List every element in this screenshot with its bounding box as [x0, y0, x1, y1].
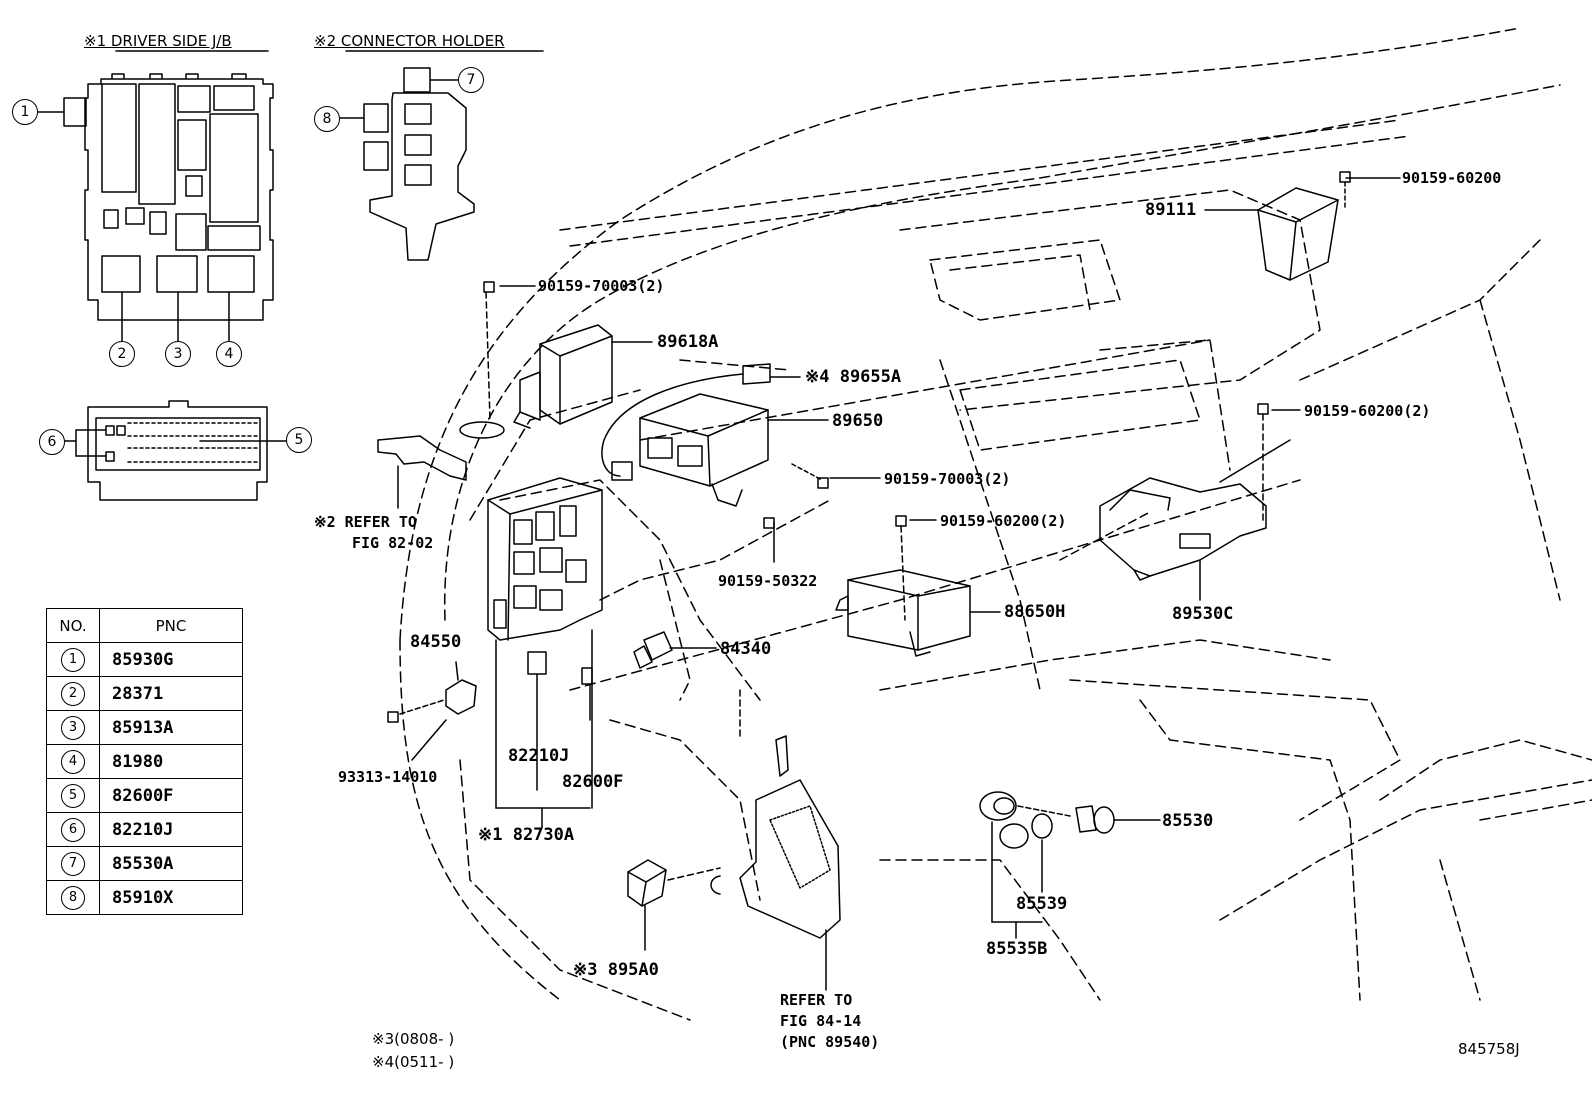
label-895A0: ※3 895A0: [573, 960, 659, 980]
table-row: 6 82210J: [46, 812, 243, 847]
table-row: 1 85930G: [46, 642, 243, 677]
clip-84550: [387, 661, 477, 761]
callout-5: 5: [286, 427, 312, 453]
table-row-pnc: 85910X: [99, 880, 243, 915]
module-88650H: [835, 515, 1001, 657]
label-90159-60200-top: 90159-60200: [1402, 169, 1502, 187]
callout-6: 6: [39, 429, 65, 455]
label-89655A: ※4 89655A: [805, 367, 902, 387]
label-90159-50322: 90159-50322: [718, 572, 818, 590]
label-89618A: 89618A: [657, 332, 719, 352]
label-85539: 85539: [1016, 894, 1068, 914]
label-82210J: 82210J: [508, 746, 570, 766]
table-row-number: 1: [61, 647, 85, 672]
table-row: 3 85913A: [46, 710, 243, 745]
label-refer-84-14-line2: FIG 84-14: [780, 1012, 862, 1030]
table-row-pnc: 82210J: [99, 812, 243, 847]
table-header-row: NO. PNC: [46, 608, 243, 643]
label-refer-84-14-line1: REFER TO: [780, 991, 853, 1009]
switch-84340: [633, 631, 717, 669]
label-refer-84-14-line3: (PNC 89540): [780, 1033, 880, 1051]
pnc-table: NO. PNC 1 85930G 2 28371 3 85913A 4 8198…: [46, 608, 243, 915]
table-row: 8 85910X: [46, 880, 243, 915]
label-89111: 89111: [1145, 200, 1197, 220]
misc-leaders: [739, 439, 1291, 741]
jb-connector-illustration: [63, 400, 288, 501]
table-row-pnc: 82600F: [99, 778, 243, 813]
label-refer-82-02-line1: ※2 REFER TO: [314, 513, 417, 531]
socket-85535B: [979, 791, 1071, 939]
table-row: 4 81980: [46, 744, 243, 779]
label-90159-70003-a: 90159-70003(2): [538, 277, 665, 295]
driver-side-jb-illustration: [63, 73, 274, 321]
label-89530C: 89530C: [1172, 604, 1234, 624]
label-82600F: 82600F: [562, 772, 624, 792]
label-90159-60200-c: 90159-60200(2): [940, 512, 1067, 530]
driver-side-jb-header: ※1 DRIVER SIDE J/B: [84, 32, 232, 50]
label-93313-14010: 93313-14010: [338, 768, 438, 786]
table-header-no: NO.: [46, 608, 100, 643]
bracket-refer-82-02: [377, 435, 467, 509]
callout-4: 4: [216, 341, 242, 367]
junction-block-82730A: [487, 477, 603, 829]
table-row-number: 5: [61, 783, 85, 808]
socket-85530: [1075, 805, 1161, 834]
dashboard-outline: [399, 27, 1592, 1021]
table-row-number: 4: [61, 749, 85, 774]
table-row-number: 8: [61, 885, 85, 910]
table-row: 2 28371: [46, 676, 243, 711]
module-89650: [601, 363, 881, 563]
callout-7: 7: [458, 67, 484, 93]
label-88650H: 88650H: [1004, 602, 1066, 622]
table-row-pnc: 85913A: [99, 710, 243, 745]
label-90159-60200-b: 90159-60200(2): [1304, 402, 1431, 420]
callout-2: 2: [109, 341, 135, 367]
table-row: 5 82600F: [46, 778, 243, 813]
table-row-pnc: 28371: [99, 676, 243, 711]
label-85530: 85530: [1162, 811, 1214, 831]
label-84550: 84550: [410, 632, 462, 652]
sensor-895A0: [627, 859, 721, 951]
table-row: 7 85530A: [46, 846, 243, 881]
label-85535B: 85535B: [986, 939, 1048, 959]
footnote-3: ※3(0808- ): [372, 1030, 455, 1048]
label-90159-70003-b: 90159-70003(2): [884, 470, 1011, 488]
jb-leader-lines: [37, 111, 230, 342]
table-row-pnc: 81980: [99, 744, 243, 779]
label-82730A: ※1 82730A: [478, 825, 575, 845]
callout-8: 8: [314, 106, 340, 132]
figure-id: 845758J: [1458, 1040, 1520, 1058]
callout-3: 3: [165, 341, 191, 367]
table-row-pnc: 85530A: [99, 846, 243, 881]
label-refer-82-02-line2: FIG 82-02: [352, 534, 434, 552]
bracket-89530C: [1059, 403, 1301, 601]
table-header-pnc: PNC: [99, 608, 243, 643]
callout-1: 1: [12, 99, 38, 125]
footnote-4: ※4(0511- ): [372, 1053, 455, 1071]
table-row-number: 7: [61, 851, 85, 876]
connector-holder-header: ※2 CONNECTOR HOLDER: [314, 32, 505, 50]
label-84340: 84340: [720, 639, 772, 659]
computer-89540: [710, 735, 841, 991]
table-row-number: 3: [61, 715, 85, 740]
table-row-number: 2: [61, 681, 85, 706]
label-89650: 89650: [832, 411, 884, 431]
module-89618A: [459, 281, 653, 439]
table-row-pnc: 85930G: [99, 642, 243, 677]
module-89111: [1204, 171, 1401, 281]
connector-holder-illustration: [339, 67, 475, 261]
table-row-number: 6: [61, 817, 85, 842]
